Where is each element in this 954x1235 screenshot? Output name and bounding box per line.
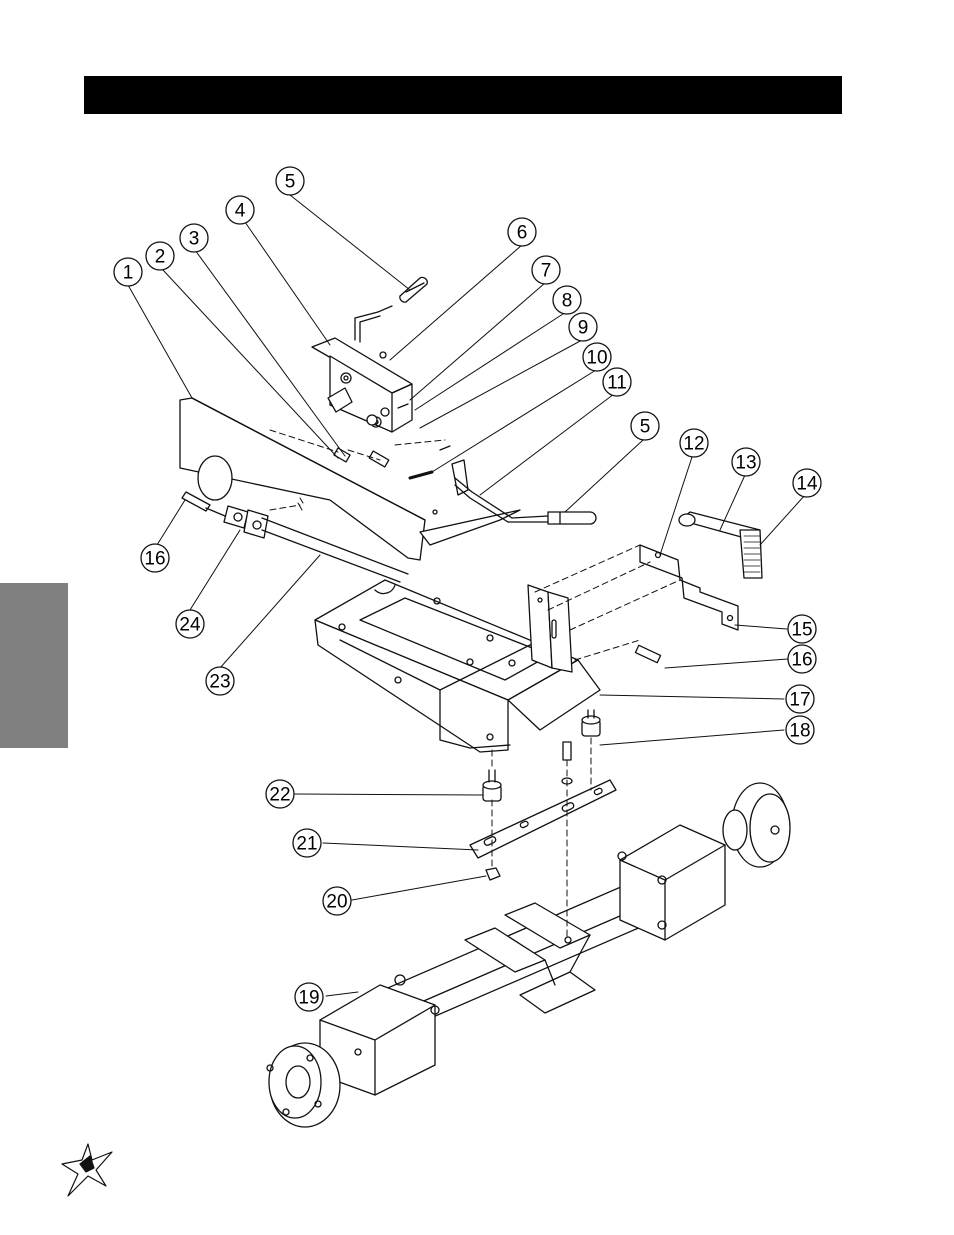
callout-20: 20: [322, 886, 352, 916]
svg-text:13: 13: [735, 453, 756, 474]
base-frame: [314, 579, 601, 753]
callout-7: 7: [531, 255, 561, 285]
callout-8: 8: [552, 285, 582, 315]
svg-text:11: 11: [607, 373, 627, 394]
svg-text:20: 20: [326, 892, 347, 913]
svg-text:22: 22: [269, 785, 290, 806]
svg-text:24: 24: [179, 615, 201, 636]
pin-right: [634, 644, 662, 664]
svg-text:16: 16: [144, 549, 165, 570]
callout-5a: 5: [275, 166, 305, 196]
svg-text:5: 5: [285, 172, 296, 193]
header-bar: [84, 76, 842, 114]
callout-19: 19: [294, 982, 324, 1012]
deflector-plate: [179, 397, 521, 561]
assembly-lines: [269, 429, 681, 941]
svg-text:15: 15: [791, 620, 812, 641]
gear-bar: [678, 511, 763, 579]
svg-text:8: 8: [562, 291, 573, 312]
z-bracket: [639, 544, 739, 631]
callout-13: 13: [731, 447, 761, 477]
svg-text:14: 14: [796, 474, 818, 495]
callout-2: 2: [145, 241, 175, 271]
svg-text:7: 7: [541, 261, 552, 282]
callout-18: 18: [785, 715, 815, 745]
leader-lines: [127, 194, 806, 997]
svg-text:23: 23: [209, 672, 230, 693]
svg-text:6: 6: [517, 223, 528, 244]
callout-1: 1: [113, 257, 143, 287]
linkage-rod: [181, 491, 409, 583]
callout-5b: 5: [630, 411, 660, 441]
svg-text:17: 17: [789, 690, 810, 711]
small-hardware: [333, 403, 451, 480]
callout-6: 6: [507, 217, 537, 247]
callout-3: 3: [179, 223, 209, 253]
svg-text:16: 16: [791, 650, 812, 671]
mount-plate: [469, 779, 617, 859]
callout-21: 21: [292, 828, 322, 858]
svg-text:9: 9: [578, 318, 589, 339]
callout-14: 14: [792, 468, 822, 498]
axle-assembly: [266, 782, 791, 1128]
callout-12: 12: [679, 428, 709, 458]
grip-upper: [399, 276, 428, 303]
callout-9: 9: [568, 312, 598, 342]
upright-bracket: [527, 584, 573, 673]
callout-15: 15: [787, 614, 817, 644]
callout-22: 22: [265, 779, 295, 809]
svg-text:3: 3: [189, 229, 200, 250]
callout-23: 23: [205, 666, 235, 696]
svg-text:10: 10: [586, 348, 607, 369]
star-burst-icon: [61, 1143, 113, 1197]
svg-text:18: 18: [789, 721, 810, 742]
svg-text:2: 2: [155, 247, 166, 268]
callouts: 5 4 6 3 2 1 7 8 9 10 11 5 12 13 14 16 24…: [113, 166, 822, 1012]
svg-text:5: 5: [640, 417, 651, 438]
callout-11: 11: [602, 367, 632, 397]
svg-text:12: 12: [683, 434, 704, 455]
callout-10: 10: [582, 342, 612, 372]
shift-lever: [451, 459, 597, 525]
side-tab: [0, 583, 68, 748]
callout-16b: 16: [787, 644, 817, 674]
svg-text:19: 19: [298, 988, 319, 1009]
callout-16a: 16: [140, 543, 170, 573]
svg-text:1: 1: [123, 263, 134, 284]
svg-text:4: 4: [235, 201, 246, 222]
rubber-mounts: [482, 709, 601, 881]
svg-text:21: 21: [296, 834, 317, 855]
callout-24: 24: [175, 609, 205, 639]
handle-bracket: [311, 305, 413, 433]
callout-4: 4: [225, 195, 255, 225]
callout-17: 17: [785, 684, 815, 714]
